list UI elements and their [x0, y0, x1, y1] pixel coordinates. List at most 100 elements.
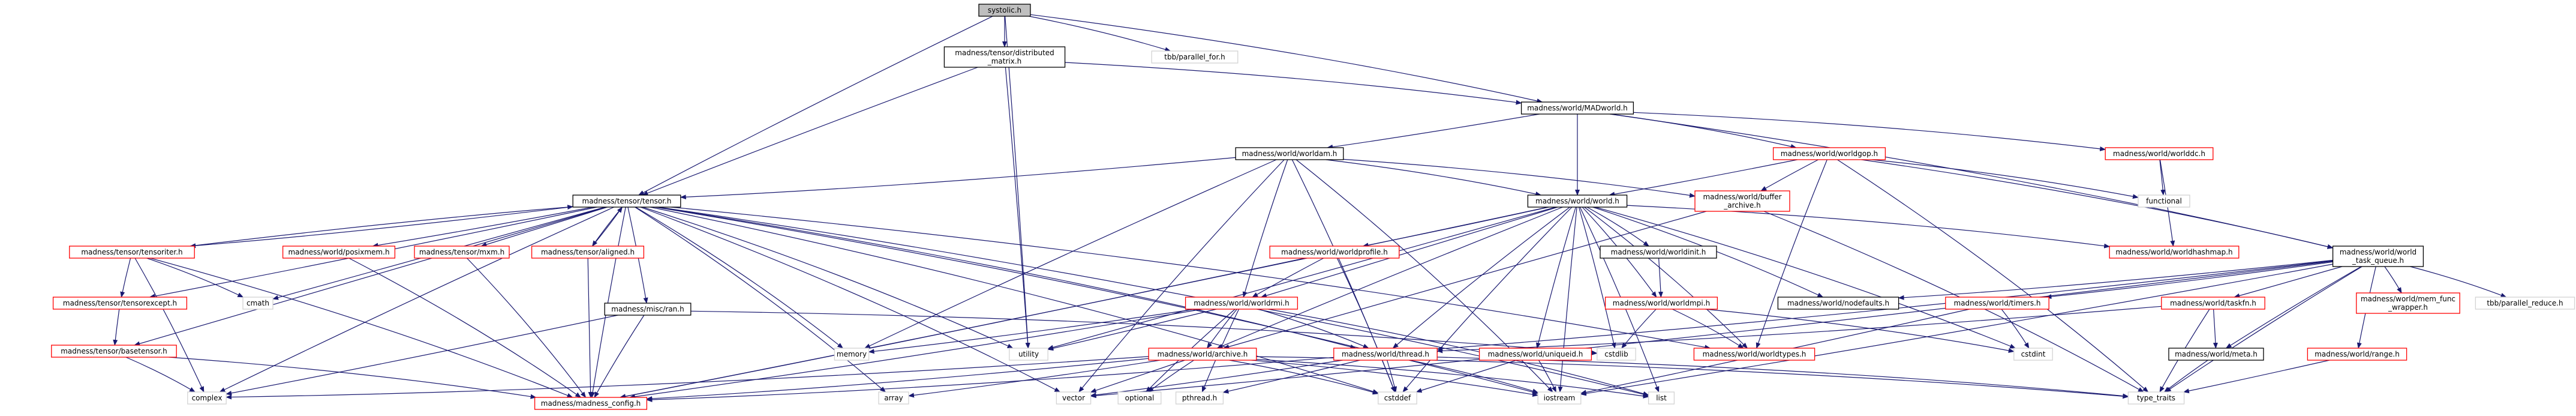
node-label-distmat-0: madness/tensor/distributed — [955, 49, 1054, 57]
node-label-tensoriter-0: madness/tensor/tensoriter.h — [81, 248, 182, 256]
node-wtq[interactable]: madness/world/world_task_queue.h — [2332, 246, 2424, 267]
node-box-worldinit — [1600, 246, 1717, 259]
node-label-range-0: madness/world/range.h — [2315, 350, 2400, 358]
node-mxm[interactable]: madness/tensor/mxm.h — [414, 246, 510, 259]
node-worldam[interactable]: madness/world/worldam.h — [1235, 147, 1344, 160]
node-optional: optional — [1117, 391, 1162, 405]
node-worldinit[interactable]: madness/world/worldinit.h — [1600, 246, 1717, 259]
node-box-cmath — [242, 297, 273, 310]
edge-tensor-to-array — [635, 206, 886, 393]
node-label-cstddef-0: cstddef — [1384, 394, 1411, 402]
edge-distmat-to-tensor — [642, 67, 978, 196]
node-root[interactable]: systolic.h — [978, 4, 1031, 17]
node-label-worldtimers-0: madness/world/timers.h — [1954, 299, 2041, 307]
node-cstdlib: cstdlib — [1597, 348, 1636, 361]
node-nodefaults[interactable]: madness/world/nodefaults.h — [1777, 297, 1899, 310]
edge-world-to-iostream — [1558, 206, 1577, 393]
node-box-tbbpf — [1151, 50, 1239, 64]
node-box-worldmpi — [1604, 297, 1718, 310]
edge-worldrmi-to-archive — [1207, 309, 1237, 349]
node-range[interactable]: madness/world/range.h — [2307, 348, 2407, 361]
node-posixmem[interactable]: madness/world/posixmem.h — [282, 246, 396, 259]
edge-tensoriter-to-madconfig — [150, 258, 573, 398]
edge-world-to-madconfig — [619, 206, 1549, 399]
edge-world-to-worldinit — [1586, 206, 1649, 247]
node-uniqueid[interactable]: madness/world/uniqueid.h — [1478, 348, 1592, 361]
edge-tensor-to-iostream — [655, 206, 1539, 394]
edge-taskfn-to-meta — [2213, 309, 2218, 349]
node-label-archive-0: madness/world/archive.h — [1158, 350, 1248, 358]
node-memfunc[interactable]: madness/world/mem_func_wrapper.h — [2356, 292, 2460, 314]
edge-wtq-to-taskfn — [2234, 266, 2343, 298]
node-label-wtq-0: madness/world/world — [2340, 248, 2416, 256]
edge-posixmem-to-madconfig — [348, 258, 582, 398]
node-tensorexcept[interactable]: madness/tensor/tensorexcept.h — [52, 297, 188, 310]
edge-wtq-to-typetraits — [2165, 266, 2362, 393]
edge-misctran-to-madconfig — [594, 315, 645, 398]
node-box-cstdint — [2013, 348, 2053, 361]
node-tensoriter[interactable]: madness/tensor/tensoriter.h — [69, 246, 195, 259]
node-list: list — [1648, 391, 1675, 405]
node-madconfig[interactable]: madness/madness_config.h — [534, 397, 648, 410]
node-tensor[interactable]: madness/tensor/tensor.h — [572, 194, 681, 208]
node-basetensor[interactable]: madness/tensor/basetensor.h — [51, 345, 177, 358]
edge-wtq-to-nodefaults — [1898, 259, 2333, 300]
node-archive[interactable]: madness/world/archive.h — [1148, 348, 1257, 361]
node-worlddc[interactable]: madness/world/worlddc.h — [2105, 147, 2214, 160]
node-box-worldprofile — [1269, 246, 1400, 259]
node-label-meta-0: madness/world/meta.h — [2175, 350, 2258, 358]
node-box-cstdlib — [1597, 348, 1636, 361]
node-worldhashmap[interactable]: madness/world/worldhashmap.h — [2109, 246, 2240, 259]
node-worldprofile[interactable]: madness/world/worldprofile.h — [1269, 246, 1400, 259]
node-complex: complex — [187, 391, 227, 405]
node-label-optional-0: optional — [1125, 394, 1155, 402]
node-array: array — [878, 391, 909, 405]
node-worldtypes[interactable]: madness/world/worldtypes.h — [1693, 348, 1815, 361]
node-cmath: cmath — [242, 297, 273, 310]
edge-wtq-to-iostream — [1580, 264, 2333, 396]
edge-tensor-to-madconfig — [590, 206, 626, 398]
edge-aligned-to-tensor — [592, 206, 623, 247]
node-worldtimers[interactable]: madness/world/timers.h — [1945, 297, 2049, 310]
node-label-array-0: array — [884, 394, 903, 402]
edge-world-to-archive — [1216, 206, 1563, 349]
node-misctran[interactable]: madness/misc/ran.h — [604, 303, 692, 316]
edge-thread-to-iostream — [1409, 360, 1539, 394]
edge-thread-to-pthread — [1222, 360, 1360, 394]
node-buffer[interactable]: madness/world/buffer_archive.h — [1694, 190, 1790, 212]
node-box-array — [878, 391, 909, 405]
node-box-madconfig — [534, 397, 648, 410]
edge-basetensor-to-complex — [125, 357, 196, 393]
node-label-worldgop-0: madness/world/worldgop.h — [1781, 149, 1878, 158]
edge-uniqueid-to-iostream — [1538, 360, 1557, 393]
node-box-iostream — [1537, 391, 1582, 405]
node-worldmpi[interactable]: madness/world/worldmpi.h — [1604, 297, 1718, 310]
edge-worldrmi-to-utility — [1047, 309, 1217, 351]
node-label-distmat-1: _matrix.h — [987, 57, 1022, 65]
node-box-typetraits — [2127, 391, 2185, 405]
edge-thread-to-madconfig — [646, 357, 1334, 402]
node-meta[interactable]: madness/world/meta.h — [2168, 348, 2264, 361]
edge-archive-to-iostream — [1251, 360, 1539, 397]
node-label-mxm-0: madness/tensor/mxm.h — [419, 248, 504, 256]
node-label-cstdlib-0: cstdlib — [1604, 350, 1628, 358]
node-aligned[interactable]: madness/tensor/aligned.h — [531, 246, 645, 259]
edge-worldam-to-worldrmi — [1242, 159, 1288, 298]
node-madworld[interactable]: madness/world/MADworld.h — [1520, 101, 1634, 115]
node-box-aligned — [531, 246, 645, 259]
node-distmat[interactable]: madness/tensor/distributed_matrix.h — [943, 46, 1066, 68]
edge-distmat-to-utility — [1005, 67, 1030, 349]
edge-world-to-uniqueid — [1536, 206, 1576, 349]
edge-worldrmi-to-list — [1268, 309, 1649, 396]
node-world[interactable]: madness/world/world.h — [1527, 194, 1628, 208]
node-thread[interactable]: madness/world/thread.h — [1333, 348, 1438, 361]
node-taskfn[interactable]: madness/world/taskfn.h — [2161, 297, 2265, 310]
node-worldrmi[interactable]: madness/world/worldrmi.h — [1185, 297, 1298, 310]
edge-worldrmi-to-madconfig — [629, 309, 1203, 399]
node-label-madconfig-0: madness/madness_config.h — [541, 399, 641, 408]
node-worldgop[interactable]: madness/world/worldgop.h — [1772, 147, 1886, 160]
node-label-nodefaults-0: madness/world/nodefaults.h — [1787, 299, 1889, 307]
node-box-complex — [187, 391, 227, 405]
node-typetraits: type_traits — [2127, 391, 2185, 405]
node-label-buffer-0: madness/world/buffer — [1703, 193, 1781, 201]
